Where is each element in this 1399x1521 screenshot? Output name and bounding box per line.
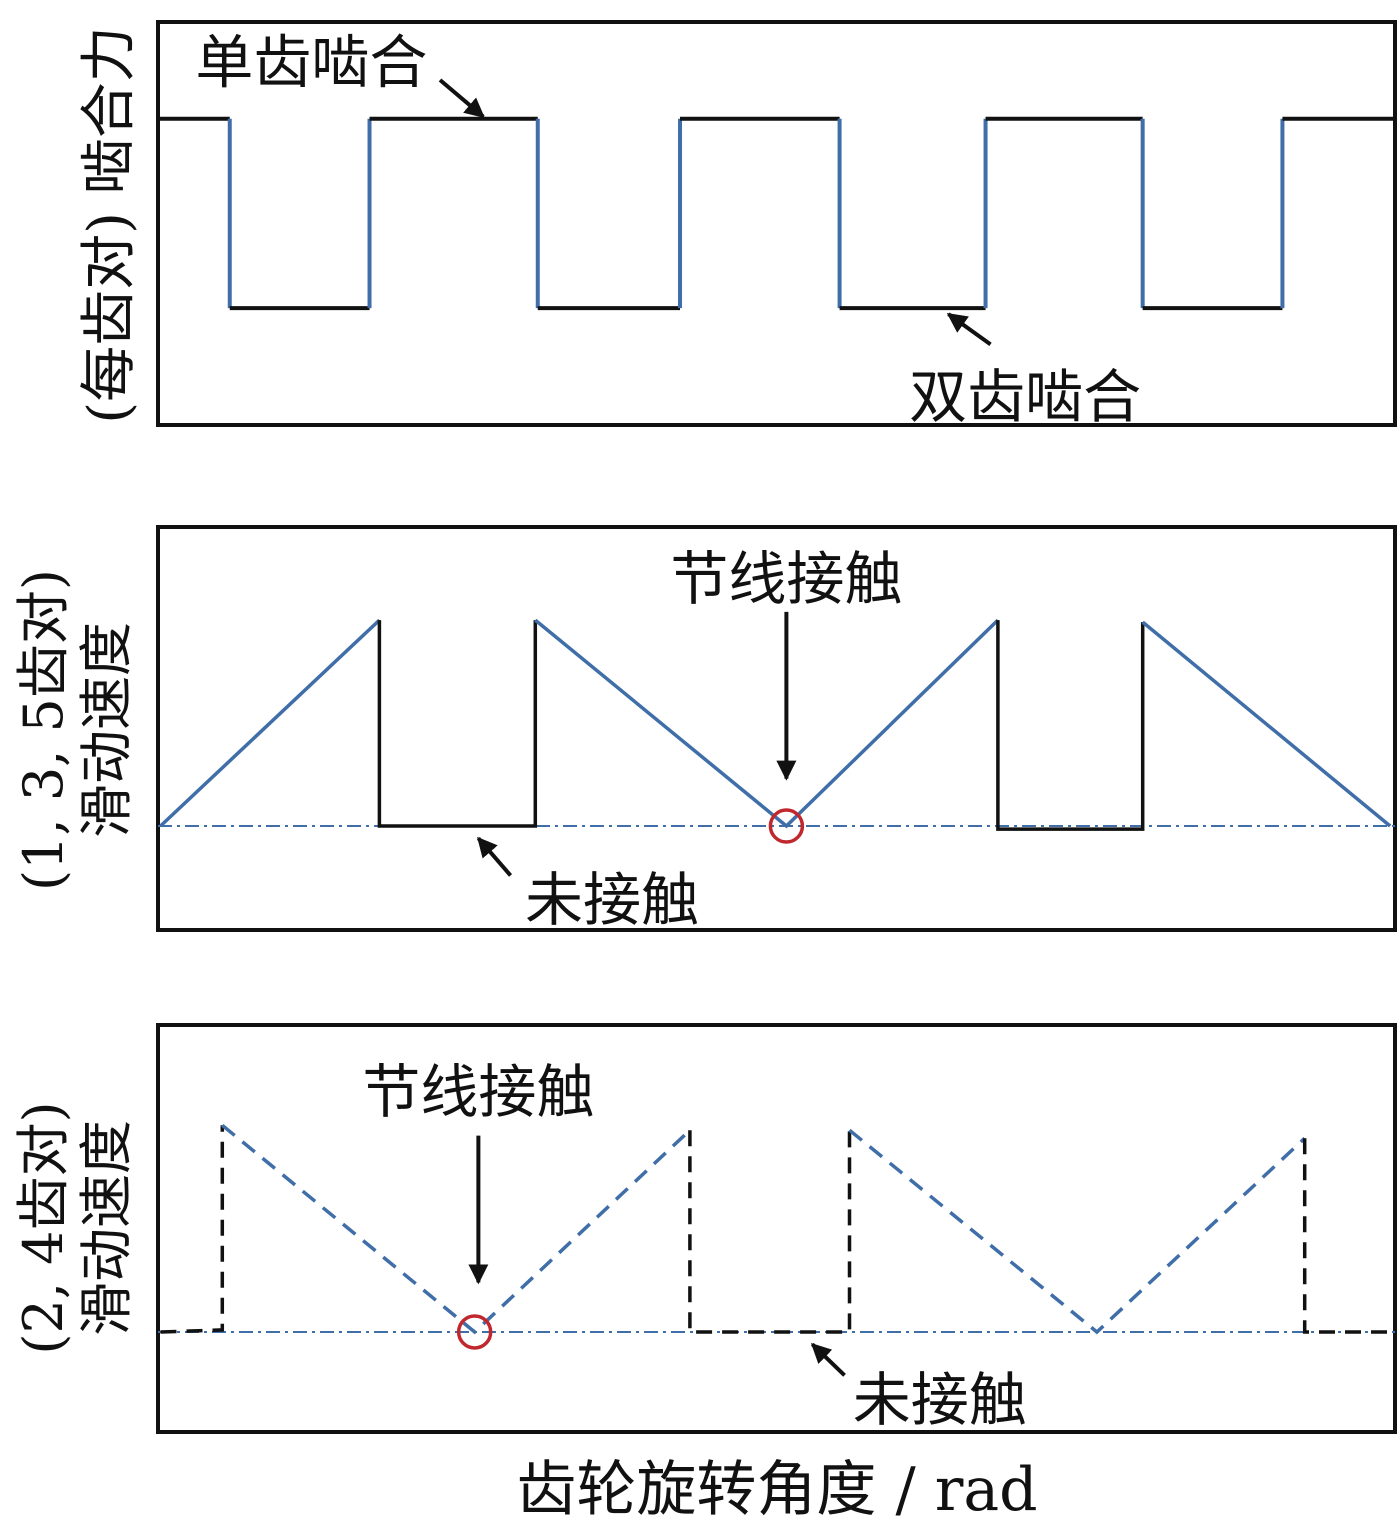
annotation-label: 双齿啮合 — [909, 363, 1141, 431]
sliding-velocity-line — [221, 1123, 692, 1335]
no-contact-segment — [688, 1130, 852, 1334]
no-contact-segment — [160, 1125, 225, 1334]
y-axis-label-meshing-force: (每齿对) 啮合力 — [77, 26, 142, 424]
x-axis-label: 齿轮旋转角度 / rad — [516, 1455, 1037, 1521]
pitch-point-marker — [456, 1314, 493, 1350]
no-contact-segment — [996, 620, 1145, 831]
plot-frame — [156, 1023, 1397, 1434]
plot-frame — [156, 525, 1397, 932]
annotation-arrow — [810, 1342, 846, 1377]
sliding-velocity-line — [848, 1128, 1306, 1335]
annotation-label: 单齿啮合 — [195, 28, 427, 96]
plot-frame — [156, 20, 1397, 427]
sliding-velocity-line — [159, 618, 381, 828]
no-contact-segment — [377, 620, 538, 828]
sliding-velocity-line — [534, 618, 1000, 829]
no-contact-segment — [1302, 1138, 1395, 1334]
y-axis-label-24-line1: (2, 4齿对) — [12, 1101, 75, 1354]
annotation-label: 节线接触 — [362, 1058, 594, 1126]
pitch-point-marker — [768, 808, 805, 844]
y-axis-label-135-line2: 滑动速度 — [75, 622, 138, 838]
sliding-velocity-line — [1141, 620, 1392, 828]
annotation-arrow — [946, 312, 992, 347]
annotation-label: 未接触 — [853, 1366, 1027, 1434]
y-axis-label-24-line2: 滑动速度 — [75, 1120, 138, 1336]
y-axis-label-135-line1: (1, 3, 5齿对) — [12, 569, 75, 891]
annotation-label: 未接触 — [525, 866, 699, 934]
annotation-arrow — [438, 78, 485, 119]
annotation-arrow — [476, 836, 513, 877]
annotation-label: 节线接触 — [670, 545, 902, 613]
